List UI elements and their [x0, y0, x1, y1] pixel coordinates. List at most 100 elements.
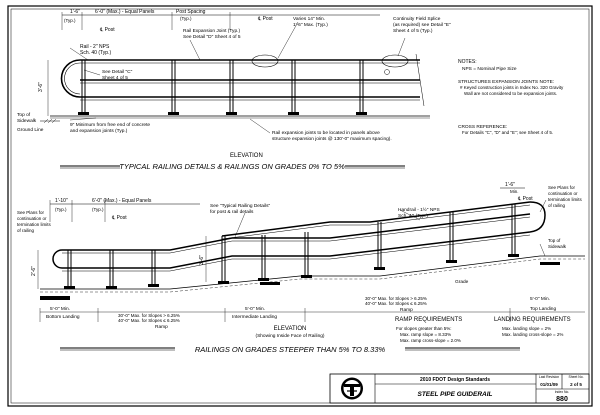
bottom-dim-left: 1'-10" [55, 198, 68, 204]
bottom-height-left: 2'-6" [31, 266, 37, 276]
ramp-requirements: RAMP REQUIREMENTS For slopes greater tha… [395, 317, 462, 343]
ramp-req-heading: RAMP REQUIREMENTS [395, 317, 462, 323]
ramp-right-label: Ramp [400, 307, 413, 313]
min-note-1: 9" Minimum from free end of concrete [70, 122, 150, 128]
notes-heading: NOTES: [458, 59, 477, 65]
ramp-req-1: For slopes greater than 5%: [396, 326, 452, 331]
cross-heading: CROSS REFERENCE: [458, 124, 507, 130]
bottom-landing-min: 5'-0" Min. [50, 306, 70, 312]
bottom-height-mid: 3'-6" [199, 255, 205, 265]
top-title: TYPICAL RAILING DETAILS & RAILINGS ON GR… [119, 162, 345, 171]
see-typical-1: See "Typical Railing Details" [210, 203, 270, 209]
top-dim-left: 1'-6" [70, 9, 80, 15]
bottom-dim-left-typ: (Typ.) [55, 207, 67, 212]
ramp-note-left-1: 30'-0" Max. for Slopes > 6.25% [118, 313, 180, 318]
top-elevation: 1'-6" (Typ.) 6'-0" (Max.) - Equal Panels… [17, 9, 451, 171]
top-dim-left-typ: (Typ.) [64, 18, 76, 23]
top-sidewalk-1: Top of [17, 112, 31, 118]
intermediate-min: 5'-0" Min. [245, 306, 265, 312]
min-note-2: and expansion joints (Typ.) [70, 128, 128, 134]
top-post-spacing-typ: (Typ.) [180, 16, 192, 21]
fdot-logo [341, 377, 363, 400]
expansion-joint-1: Rail Expansion Joint (Typ.) [183, 28, 240, 34]
sheet-inner-border [10, 8, 590, 404]
rev-value: 01/01/09 [540, 382, 558, 387]
index-value: 880 [556, 396, 568, 403]
bottom-min-right: Min. [510, 189, 519, 194]
title-block: 2010 FDOT Design Standards STEEL PIPE GU… [329, 373, 590, 404]
expansion-joint-2: See Detail "D" Sheet 4 of 5 [183, 34, 241, 40]
notes-nps: NPS = Nominal Pipe Size [462, 66, 517, 72]
landing-req-1: Max. landing slope = 2% [502, 326, 551, 331]
ramp-req-3: Max. ramp cross-slope = 2.0% [400, 338, 461, 343]
ramp-note-right-2: 40'-0" Max. for Slopes ≤ 6.25% [365, 301, 427, 306]
continuity-1: Continuity Field Splice [393, 16, 441, 22]
landing-req-2: Max. landing cross-slope = 2% [502, 332, 563, 337]
top-cl-post-left: ℄ Post [99, 27, 115, 33]
top-cl-post-mid: ℄ Post [257, 16, 273, 22]
rail-joints-note-2: structure expansion joints @ 130'-0" max… [272, 136, 392, 142]
rail-joints-note-1: Rail expansion joints to be located in p… [272, 130, 380, 136]
see-plans-right-2: continuation or [548, 191, 578, 196]
see-plans-left-1: See Plans for [17, 210, 45, 215]
landing-requirements: LANDING REQUIREMENTS Max. landing slope … [494, 317, 571, 337]
ramp-note-left-2: 40'-0" Max. for Slopes ≤ 6.25% [118, 318, 180, 323]
top-height: 3'-6" [38, 82, 44, 92]
see-detail-c-2: Sheet 4 of 5 [102, 75, 128, 81]
handrail-1: Handrail - 1½" NPS [398, 206, 440, 213]
cross-1: For Details "C", "D" and "E"; see Sheet … [462, 130, 553, 135]
bottom-elevation: 1'-10" (Typ.) 6'-0" (Max.) - Equal Panel… [17, 182, 585, 354]
structures-2: Wall are not considered to be expansion … [464, 91, 557, 96]
bottom-title: RAILINGS ON GRADES STEEPER THAN 5% TO 8.… [195, 345, 386, 354]
standards-label: 2010 FDOT Design Standards [420, 377, 490, 383]
index-label: Index No. [555, 390, 570, 394]
top-elevation-label: ELEVATION [230, 153, 263, 159]
bottom-dim-right: 1'-6" [505, 182, 515, 188]
sheet-label: Sheet No. [568, 375, 583, 379]
landing-req-heading: LANDING REQUIREMENTS [494, 317, 571, 323]
top-landing-min: 5'-0" Min. [530, 296, 550, 302]
ramp-req-2: Max. ramp slope = 8.33% [400, 332, 451, 337]
top-landing-label: Top Landing [530, 306, 556, 312]
see-plans-right-3: termination limits [548, 197, 583, 202]
structures-1: # Keyed construction joints in Index No.… [460, 85, 564, 90]
notes: NOTES: NPS = Nominal Pipe Size STRUCTURE… [458, 59, 564, 135]
sheet-border [7, 5, 593, 407]
see-plans-left-2: continuation or [17, 216, 47, 221]
sheet-name: STEEL PIPE GUIDERAIL [417, 391, 492, 398]
continuity-2: (as required) see Detail "E" [393, 22, 451, 28]
top-sidewalk-2: Sidewalk [17, 118, 37, 124]
see-plans-right-1: See Plans for [548, 185, 576, 190]
bottom-typ: (Typ.) [92, 207, 104, 212]
see-plans-left-4: of railing [17, 228, 35, 233]
bottom-cl-post: ℄ Post [111, 215, 127, 221]
bottom-sidewalk-1: Top of [548, 238, 561, 243]
bottom-elevation-sub: (Showing Inside Face of Railing) [255, 333, 324, 339]
ramp-left-label: Ramp [155, 324, 168, 330]
see-typical-2: for post & rail details [210, 209, 254, 215]
see-detail-c-1: See Detail "C" [102, 69, 133, 75]
varies-1: Varies 14" Min. [293, 16, 325, 22]
grade-label: Grade [455, 279, 469, 285]
bottom-sidewalk-2: Sidewalk [548, 244, 567, 249]
see-plans-left-3: termination limits [17, 222, 52, 227]
top-dim-spacing: 6'-0" (Max.) - Equal Panels [95, 9, 155, 15]
intermediate-label: Intermediate Landing [232, 314, 277, 320]
continuity-3: Sheet 4 of 5 (Typ.) [393, 28, 433, 34]
structures-heading: STRUCTURES EXPANSION JOINTS NOTE: [458, 79, 554, 85]
ground-line: Ground Line [17, 127, 44, 133]
rev-label: Last Revision [539, 375, 559, 379]
top-post-spacing: Post Spacing [176, 9, 206, 15]
handrail-2: Sch. 40 (Typ.) [398, 213, 428, 219]
varies-2: 1'-6" Max. (Typ.) [293, 22, 328, 28]
bottom-cl-post-right: ℄ Post [517, 196, 533, 202]
bottom-landing-label: Bottom Landing [46, 314, 80, 320]
ramp-note-right-1: 30'-0" Max. for Slopes > 6.25% [365, 296, 427, 301]
sheet-value: 2 of 5 [570, 382, 582, 387]
bottom-dim-spacing: 6'-0" (Max.) - Equal Panels [92, 198, 152, 204]
bottom-elevation-label: ELEVATION [274, 326, 307, 332]
rail-note-1: Rail - 2" NPS [80, 44, 110, 50]
see-plans-right-4: of railing [548, 203, 566, 208]
rail-note-2: Sch. 40 (Typ.) [80, 50, 111, 56]
